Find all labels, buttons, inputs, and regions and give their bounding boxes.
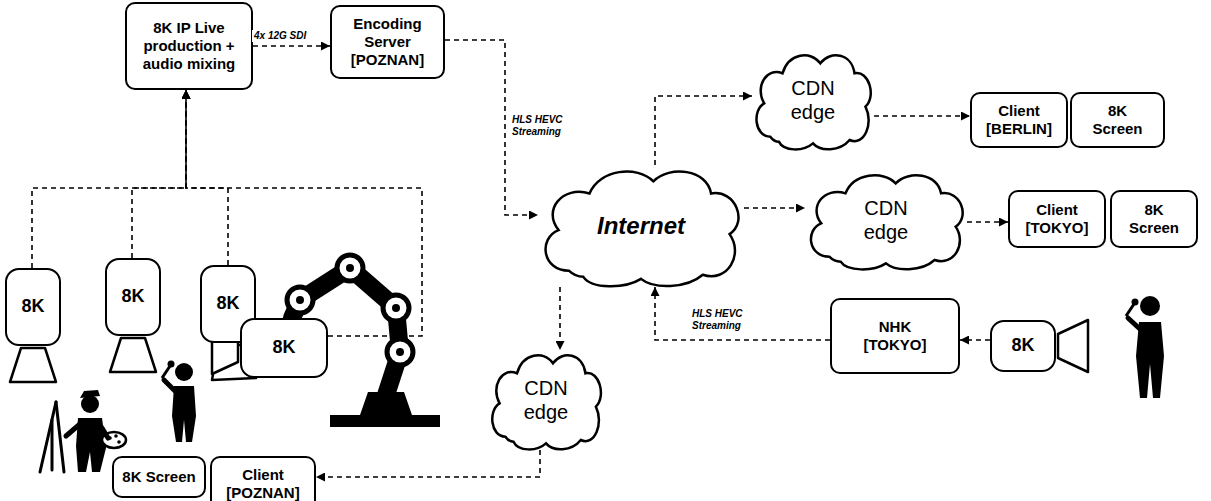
node-text: 8K (1011, 335, 1034, 357)
node-text: 8K Screen (1124, 201, 1184, 237)
camera-lens (1058, 320, 1088, 372)
connector (132, 90, 186, 258)
screen-box: 8K Screen (1070, 92, 1165, 148)
node-text: 8K Screen (122, 468, 195, 486)
edge-label: 4x 12G SDI (252, 30, 308, 42)
connector (967, 221, 1008, 223)
node-text: CDN edge (783, 76, 843, 124)
cdn-cloud: CDN edge (752, 50, 874, 150)
connector (874, 115, 970, 117)
camera-lens (10, 348, 56, 382)
node-text: CDN edge (516, 376, 576, 424)
edge-label: HLS HEVC Streaming (510, 114, 592, 138)
production-box: 8K IP Live production + audio mixing (125, 2, 253, 90)
node-text: 8K (21, 296, 44, 318)
node-text: Client [TOKYO] (1018, 201, 1096, 237)
connector (32, 90, 186, 268)
internet-cloud: Internet (538, 165, 744, 287)
broadcaster-box: NHK [TOKYO] (830, 298, 960, 374)
node-text: 8K (272, 337, 295, 359)
connector (253, 45, 330, 47)
node-text: 8K (121, 286, 144, 308)
connector (316, 450, 540, 477)
camera-body: 8K (105, 258, 161, 336)
connector (559, 287, 561, 350)
singer-figure (1126, 296, 1164, 398)
client-box: Client [POZNAN] (210, 456, 316, 501)
node-text: NHK [TOKYO] (850, 318, 940, 354)
node-text: Internet (597, 212, 685, 241)
node-text: Encoding Server [POZNAN] (342, 15, 434, 69)
screen-box: 8K Screen (1110, 190, 1198, 248)
cdn-cloud: CDN edge (805, 170, 967, 270)
screen-box: 8K Screen (112, 456, 206, 498)
connector (186, 90, 228, 265)
cloud-outline (488, 350, 604, 450)
client-box: Client [TOKYO] (1008, 190, 1106, 248)
singer-figure (162, 361, 196, 443)
node-text: CDN edge (856, 196, 916, 244)
server-box: Encoding Server [POZNAN] (330, 5, 445, 79)
node-text: Client [POZNAN] (220, 466, 306, 501)
camera-body: 8K (5, 268, 61, 346)
node-text: 8K IP Live production + audio mixing (135, 19, 243, 73)
connector (655, 96, 752, 165)
connector (960, 339, 990, 341)
camera-lens (110, 338, 156, 372)
client-box: Client [BERLIN] (970, 92, 1068, 148)
connector (186, 90, 422, 336)
node-text: 8K (216, 293, 239, 315)
connector (744, 207, 805, 209)
camera-body: 8K (240, 318, 328, 378)
cdn-cloud: CDN edge (488, 350, 604, 450)
cloud-outline (752, 50, 874, 150)
node-text: Client [BERLIN] (980, 102, 1058, 138)
edge-label: HLS HEVC Streaming (690, 308, 774, 332)
connector (655, 287, 830, 340)
node-text: 8K Screen (1088, 102, 1148, 138)
cloud-outline (805, 170, 967, 270)
camera-body: 8K (990, 320, 1056, 372)
